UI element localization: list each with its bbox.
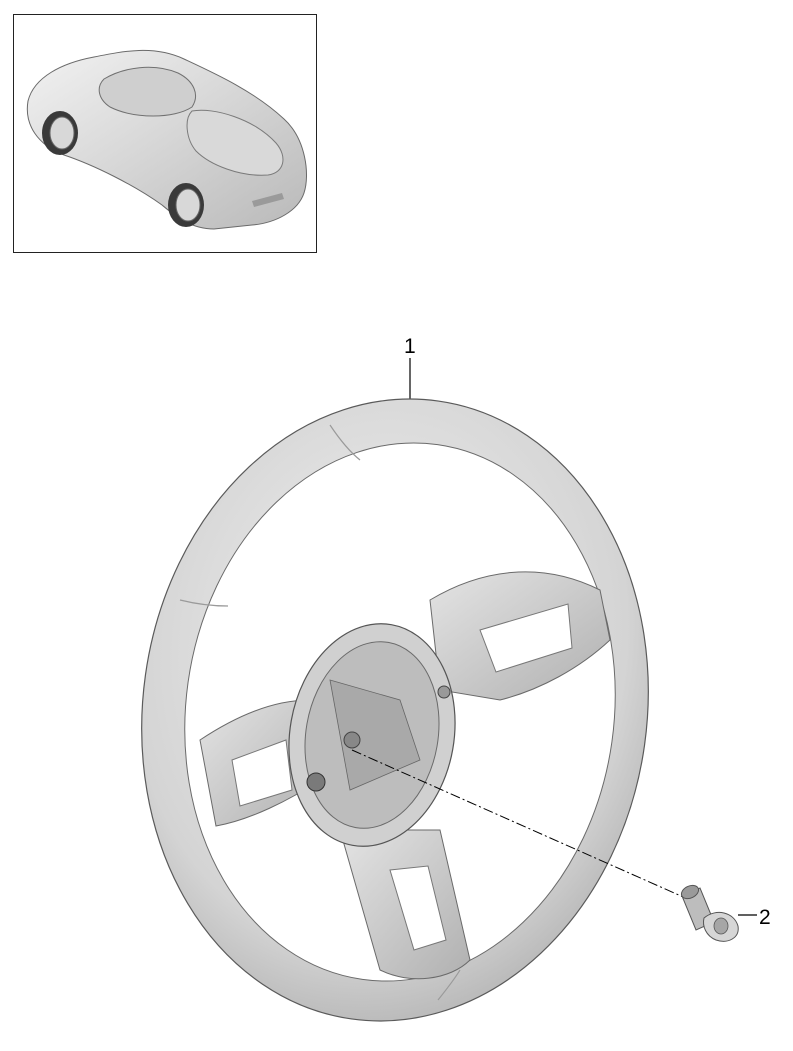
vehicle-thumbnail bbox=[26, 50, 307, 230]
bolt-part bbox=[680, 884, 739, 942]
callout-number-1: 1 bbox=[404, 335, 416, 358]
axis-centerline bbox=[351, 749, 691, 901]
vehicle-thumbnail-frame bbox=[13, 14, 317, 253]
callout-number-2: 2 bbox=[759, 906, 771, 929]
steering-wheel bbox=[141, 398, 649, 1022]
